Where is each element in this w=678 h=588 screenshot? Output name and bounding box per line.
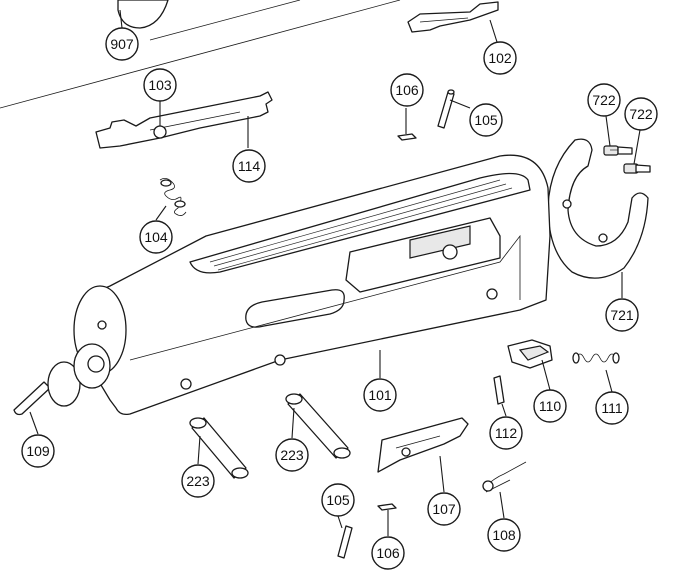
callout-102-label: 102	[488, 50, 512, 66]
callout-102: 102	[483, 41, 517, 75]
callout-114: 114	[232, 149, 266, 183]
callout-108-label: 108	[492, 527, 516, 543]
callout-109: 109	[21, 434, 55, 468]
callout-110-label: 110	[539, 398, 562, 414]
callout-105-top: 105	[469, 103, 503, 137]
callout-114-label: 114	[238, 158, 261, 174]
callout-721: 721	[605, 298, 639, 332]
callout-105-bottom-label: 105	[326, 492, 350, 508]
callout-112: 112	[489, 416, 523, 450]
callout-907: 907	[105, 27, 139, 61]
callout-105-bottom: 105	[321, 483, 355, 517]
part-106-clip-top	[397, 133, 417, 141]
callout-722-b-label: 722	[629, 106, 653, 122]
part-722-screw-a	[603, 145, 633, 156]
part-101-receiver	[73, 154, 551, 416]
callout-106-top-label: 106	[395, 82, 419, 98]
callout-721-label: 721	[610, 307, 634, 323]
callout-111: 111	[595, 391, 629, 425]
callout-112-label: 112	[495, 425, 518, 441]
part-105-pin-top	[437, 89, 455, 129]
callout-109-label: 109	[26, 443, 50, 459]
barrel-tube-907	[0, 0, 401, 109]
leader-lines	[29, 9, 641, 536]
callout-907-label: 907	[110, 36, 134, 52]
callout-108: 108	[487, 518, 521, 552]
part-112-pin	[493, 375, 505, 405]
part-107-plate	[377, 417, 469, 473]
callout-722-a-label: 722	[592, 92, 616, 108]
callout-223-b: 223	[275, 438, 309, 472]
callout-106-bottom-label: 106	[376, 545, 400, 561]
callout-223-a: 223	[181, 464, 215, 498]
callout-101: 101	[363, 378, 397, 412]
callout-722-b: 722	[624, 97, 658, 131]
callout-106-bottom: 106	[371, 536, 405, 570]
part-105-pin-bottom	[337, 525, 353, 559]
callout-103: 103	[143, 68, 177, 102]
part-106-clip-bottom	[377, 503, 397, 511]
callout-223-a-label: 223	[186, 473, 210, 489]
part-721-end-plate	[547, 138, 649, 279]
callout-107-label: 107	[432, 501, 456, 517]
callout-110: 110	[533, 389, 567, 423]
callout-105-top-label: 105	[474, 112, 498, 128]
callout-107: 107	[427, 492, 461, 526]
part-109-plug	[13, 343, 111, 416]
callout-111-label: 111	[601, 400, 622, 416]
callout-106-top: 106	[390, 73, 424, 107]
callout-223-b-label: 223	[280, 447, 304, 463]
callout-104: 104	[139, 220, 173, 254]
part-223-pin-a	[189, 417, 249, 479]
part-102-plate	[407, 1, 499, 33]
part-110-button	[507, 339, 553, 369]
callout-722-a: 722	[587, 83, 621, 117]
callout-103-label: 103	[148, 77, 172, 93]
part-223-pin-b	[285, 393, 351, 459]
part-111-spring	[572, 352, 620, 364]
callout-104-label: 104	[144, 229, 168, 245]
callout-101-label: 101	[368, 387, 392, 403]
part-722-screw-b	[623, 163, 651, 174]
part-104-spring	[159, 178, 187, 216]
part-108-spring-clip	[482, 461, 527, 493]
part-114-slide	[95, 91, 273, 149]
